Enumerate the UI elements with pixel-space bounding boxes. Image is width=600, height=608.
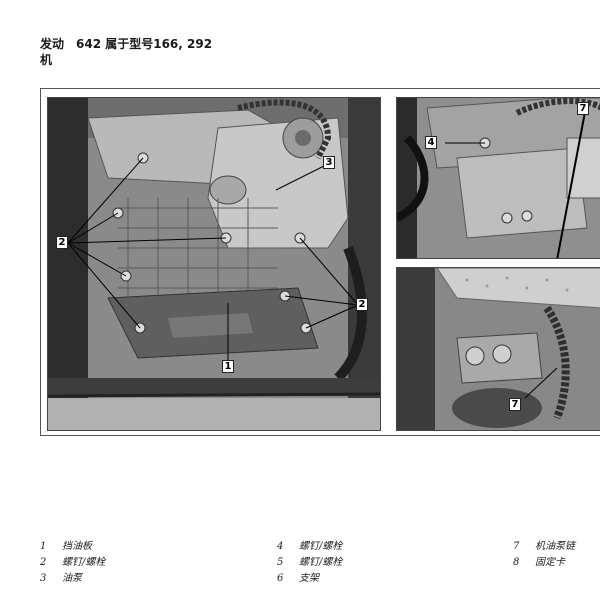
legend-number: 6	[277, 573, 284, 584]
legend-item: 7 机油泵链	[513, 539, 575, 555]
legend-item: 2 螺钉/螺栓	[40, 555, 105, 571]
engine-photo-main: 2 2 3 1	[47, 97, 381, 431]
engine-photo-top-right: 4 7	[396, 97, 600, 259]
legend-item: 1 挡油板	[40, 539, 105, 555]
legend-text: 机油泵链	[535, 541, 575, 552]
legend-number: 5	[277, 557, 284, 568]
model-subtitle: 642 属于型号166, 292	[76, 37, 213, 51]
legend-text: 螺钉/螺栓	[299, 541, 343, 552]
legend-number: 3	[40, 573, 47, 584]
legend-column-1: 1 挡油板 2 螺钉/螺栓 3 油泵	[40, 539, 105, 587]
legend-item: 5 螺钉/螺栓	[277, 555, 342, 571]
legend-text: 油泵	[62, 573, 82, 584]
illustration-frame: 2 2 3 1 4 7	[40, 88, 600, 436]
legend-text: 挡油板	[62, 541, 92, 552]
section-title: 发动机	[40, 37, 65, 67]
legend-item: 4 螺钉/螺栓	[277, 539, 342, 555]
legend-item: 3 油泵	[40, 571, 105, 587]
legend-text: 固定卡	[535, 557, 565, 568]
engine-photo-main-drawing	[48, 98, 380, 430]
callout-7-top: 7	[577, 102, 589, 115]
legend-text: 螺钉/螺栓	[299, 557, 343, 568]
legend-number: 4	[277, 541, 284, 552]
engine-photo-bottom-right-drawing	[397, 268, 600, 430]
legend-item: 8 固定卡	[513, 555, 575, 571]
legend-text: 螺钉/螺栓	[62, 557, 106, 568]
callout-2-left: 2	[56, 236, 68, 249]
legend-number: 2	[40, 557, 47, 568]
legend-column-2: 4 螺钉/螺栓 5 螺钉/螺栓 6 支架	[277, 539, 342, 587]
legend-text: 支架	[299, 573, 319, 584]
legend-item: 6 支架	[277, 571, 342, 587]
callout-3: 3	[323, 156, 335, 169]
engine-photo-bottom-right: 7	[396, 267, 600, 431]
callout-7-bottom: 7	[509, 398, 521, 411]
callout-1: 1	[222, 360, 234, 373]
callout-2-right: 2	[356, 298, 368, 311]
legend-number: 7	[513, 541, 520, 552]
legend-column-3: 7 机油泵链 8 固定卡	[513, 539, 575, 571]
legend-number: 1	[40, 541, 47, 552]
callout-4: 4	[425, 136, 437, 149]
engine-photo-top-right-drawing	[397, 98, 600, 258]
legend-number: 8	[513, 557, 520, 568]
